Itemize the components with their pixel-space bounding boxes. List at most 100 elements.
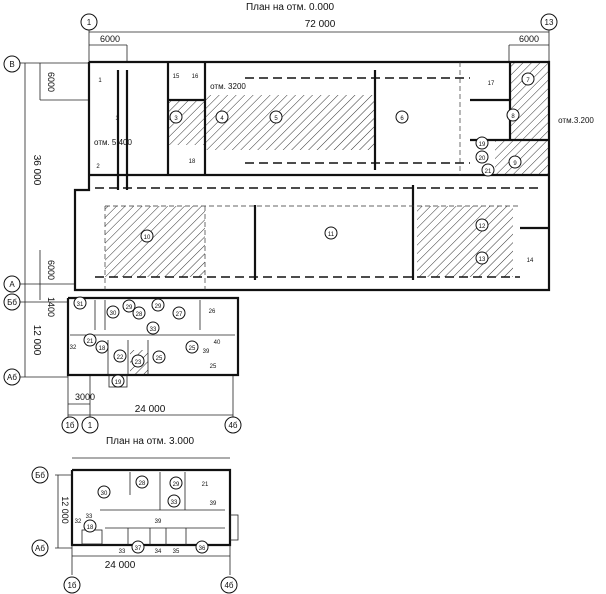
axis-label: 1б — [67, 581, 76, 590]
building-walls — [55, 60, 551, 575]
annex-room-number: 23 — [135, 360, 142, 366]
annex-room-number-marker — [151, 298, 165, 312]
upper-room-number: 37 — [135, 546, 142, 552]
room-number: 13 — [479, 257, 486, 263]
plan-upper-title: План на отм. 3.000 — [106, 436, 195, 447]
axis-label: Аб — [7, 373, 17, 382]
room-number: 18 — [189, 159, 196, 165]
axis-label-marker — [3, 275, 21, 293]
annex-room-number: 19 — [115, 380, 122, 386]
upper-room-number-marker — [131, 540, 145, 554]
elevation-label: отм. 5.400 — [94, 138, 132, 147]
dim-annex-gap: 1400 — [46, 297, 56, 317]
room-number-marker — [521, 72, 535, 86]
axis-label: 1 — [88, 421, 93, 430]
room-number-marker — [324, 226, 338, 240]
axis-label: В — [9, 60, 14, 69]
room-number: 1 — [115, 116, 119, 122]
room-number: 9 — [513, 161, 517, 167]
room-number: 10 — [144, 235, 151, 241]
annex-room-number-marker — [83, 333, 97, 347]
upper-room-number-marker — [97, 485, 111, 499]
upper-room-number-marker — [167, 494, 181, 508]
room-number: 17 — [488, 81, 495, 87]
elevation-label: отм. 3200 — [210, 82, 246, 91]
room-number: 11 — [328, 232, 335, 238]
annex-room-number: 26 — [209, 309, 216, 315]
dimension-lines — [20, 28, 550, 418]
axis-label-marker — [3, 55, 21, 73]
annex-room-number: 29 — [155, 304, 162, 310]
room-number-marker — [475, 150, 489, 164]
annex-room-number-marker — [172, 306, 186, 320]
axis-label-marker — [540, 13, 558, 31]
axis-label: 4б — [224, 581, 233, 590]
room-number: 6 — [400, 116, 404, 122]
room-number: 20 — [479, 156, 486, 162]
dim-bay-left: 6000 — [100, 34, 120, 44]
room-number-marker — [269, 110, 283, 124]
annex-room-number-marker — [152, 350, 166, 364]
axis-label: 13 — [545, 18, 554, 27]
upper-room-number: 35 — [173, 549, 180, 555]
dim-annex-height: 12 000 — [31, 325, 42, 356]
annex-room-number-marker — [132, 306, 146, 320]
room-number-marker — [395, 110, 409, 124]
upper-room-number-marker — [169, 476, 183, 490]
annex-room-number: 30 — [110, 311, 117, 317]
room-number-marker — [169, 110, 183, 124]
axis-label-marker — [224, 416, 242, 434]
axis-label: Бб — [35, 471, 45, 480]
dim-bay-v-bottom: 6000 — [46, 260, 56, 280]
room-number: 8 — [511, 114, 515, 120]
dim-upper-height: 12 000 — [60, 496, 70, 524]
room-number-marker — [475, 136, 489, 150]
room-number-marker — [475, 251, 489, 265]
room-number: 15 — [173, 74, 180, 80]
upper-room-number: 21 — [202, 482, 209, 488]
axis-label-marker — [3, 293, 21, 311]
annex-room-number: 33 — [150, 327, 157, 333]
axis-label-marker — [63, 576, 81, 594]
annex-room-number: 25 — [189, 346, 196, 352]
annex-room-number-marker — [131, 354, 145, 368]
room-number-marker — [215, 110, 229, 124]
annex-room-number-marker — [106, 305, 120, 319]
room-number: 1 — [98, 78, 102, 84]
upper-room-number: 33 — [119, 549, 126, 555]
upper-room-number: 39 — [155, 519, 162, 525]
room-number: 7 — [526, 78, 530, 84]
crane-rails — [95, 62, 540, 290]
room-number-marker — [508, 155, 522, 169]
axis-label: Бб — [7, 298, 17, 307]
annex-room-number: 27 — [176, 312, 183, 318]
annex-room-number: 28 — [136, 312, 143, 318]
upper-room-number-marker — [83, 519, 97, 533]
annex-room-number-marker — [73, 296, 87, 310]
dim-annex-width: 24 000 — [135, 404, 166, 415]
room-number: 12 — [479, 224, 486, 230]
room-number: 21 — [485, 169, 492, 175]
annex-room-number: 21 — [87, 339, 94, 345]
elevation-label: отм.3.200 — [558, 116, 594, 125]
room-number: 5 — [274, 116, 278, 122]
room-number: 4 — [220, 116, 224, 122]
room-number-marker — [481, 163, 495, 177]
annex-room-number: 40 — [214, 340, 221, 346]
room-number: 19 — [479, 142, 486, 148]
dim-bay-right: 6000 — [519, 34, 539, 44]
axis-label-marker — [31, 539, 49, 557]
annex-room-number: 39 — [203, 349, 210, 355]
annex-room-number: 25 — [156, 356, 163, 362]
upper-room-number-marker — [135, 475, 149, 489]
annex-room-number: 22 — [117, 355, 124, 361]
room-number: 3 — [174, 116, 178, 122]
annex-room-number-marker — [111, 374, 125, 388]
annex-room-number: 25 — [210, 364, 217, 370]
upper-room-number: 34 — [155, 549, 162, 555]
upper-room-number-marker — [195, 540, 209, 554]
axis-label-marker — [3, 368, 21, 386]
upper-room-number: 18 — [87, 525, 94, 531]
upper-room-number: 28 — [139, 481, 146, 487]
